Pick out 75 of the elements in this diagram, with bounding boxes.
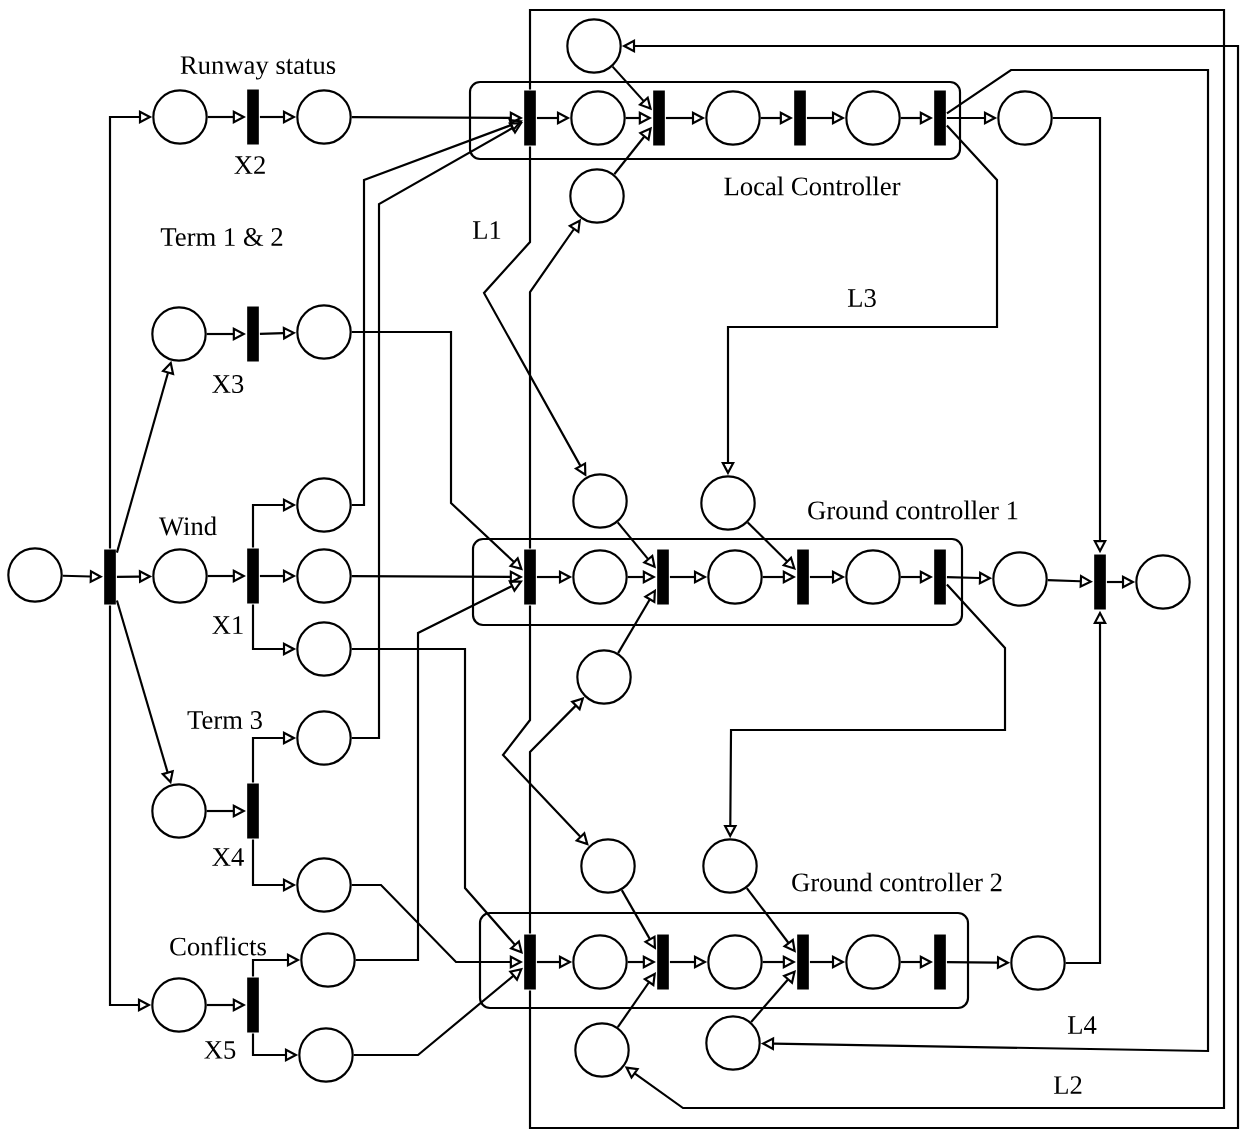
- place-circle: [572, 549, 628, 605]
- place-circle: [992, 551, 1048, 607]
- place-circle: [570, 90, 626, 146]
- transition-bar: [247, 548, 259, 604]
- place-circle: [300, 932, 356, 988]
- text-label: Term 3: [187, 711, 262, 729]
- transition-bar: [657, 549, 669, 605]
- transition-bar: [104, 549, 116, 605]
- place-circle: [296, 477, 352, 533]
- place-circle: [700, 475, 756, 531]
- place-circle: [845, 934, 901, 990]
- place-circle: [572, 473, 628, 529]
- transition-bar: [797, 549, 809, 605]
- place-circle: [1010, 935, 1066, 991]
- transition-bar: [794, 90, 806, 146]
- box-heading: Ground controller 1: [808, 500, 1018, 520]
- arrow: [501, 605, 589, 846]
- text-label: Wind: [158, 516, 217, 536]
- edge-label: L1: [470, 219, 504, 241]
- text-label: X5: [204, 1041, 236, 1059]
- transition-bar: [524, 549, 536, 605]
- place-circle: [1135, 554, 1191, 610]
- place-circle: [707, 934, 763, 990]
- place-circle: [845, 549, 901, 605]
- place-circle: [296, 548, 352, 604]
- place-circle: [151, 783, 207, 839]
- place-circle: [572, 934, 628, 990]
- place-circle: [997, 90, 1053, 146]
- transition-bar: [934, 934, 946, 990]
- place-circle: [845, 90, 901, 146]
- place-circle: [705, 1015, 761, 1071]
- place-circle: [574, 1022, 630, 1078]
- place-circle: [152, 89, 208, 145]
- place-circle: [152, 548, 208, 604]
- transition-bar: [524, 934, 536, 990]
- edge-label: L4: [1065, 1014, 1099, 1036]
- text-label: Term 1 & 2: [160, 228, 283, 246]
- place-circle: [296, 710, 352, 766]
- text-label: Runway status: [180, 56, 336, 80]
- transition-bar: [934, 90, 946, 146]
- place-circle: [296, 89, 352, 145]
- arrow: [351, 122, 523, 740]
- text-label: X4: [212, 848, 244, 866]
- text-label: X1: [212, 616, 243, 634]
- transition-bar: [934, 549, 946, 605]
- text-label: X2: [234, 156, 265, 174]
- place-circle: [7, 547, 63, 603]
- place-circle: [566, 18, 622, 74]
- edge-label: L3: [845, 287, 879, 309]
- transition-bar: [247, 306, 259, 362]
- text-label: Conflicts: [170, 936, 266, 956]
- place-circle: [151, 977, 207, 1033]
- transition-bar: [653, 90, 665, 146]
- place-circle: [707, 549, 763, 605]
- place-circle: [705, 90, 761, 146]
- place-circle: [702, 838, 758, 894]
- place-circle: [296, 857, 352, 913]
- transition-bar: [657, 934, 669, 990]
- transition-bar: [247, 783, 259, 839]
- place-circle: [580, 838, 636, 894]
- transition-bar: [1094, 554, 1106, 610]
- text-label: X3: [212, 375, 244, 393]
- box-heading: Ground controller 2: [792, 872, 1002, 892]
- place-circle: [569, 168, 625, 224]
- edge-label: L2: [1051, 1074, 1085, 1096]
- place-circle: [298, 1027, 354, 1083]
- transition-bar: [797, 934, 809, 990]
- transition-bar: [247, 977, 259, 1033]
- transition-bar: [524, 90, 536, 146]
- box-heading: Local Controller: [724, 176, 901, 196]
- transition-bar: [247, 89, 259, 145]
- place-circle: [296, 304, 352, 360]
- place-circle: [151, 306, 207, 362]
- place-circle: [296, 621, 352, 677]
- place-circle: [576, 649, 632, 705]
